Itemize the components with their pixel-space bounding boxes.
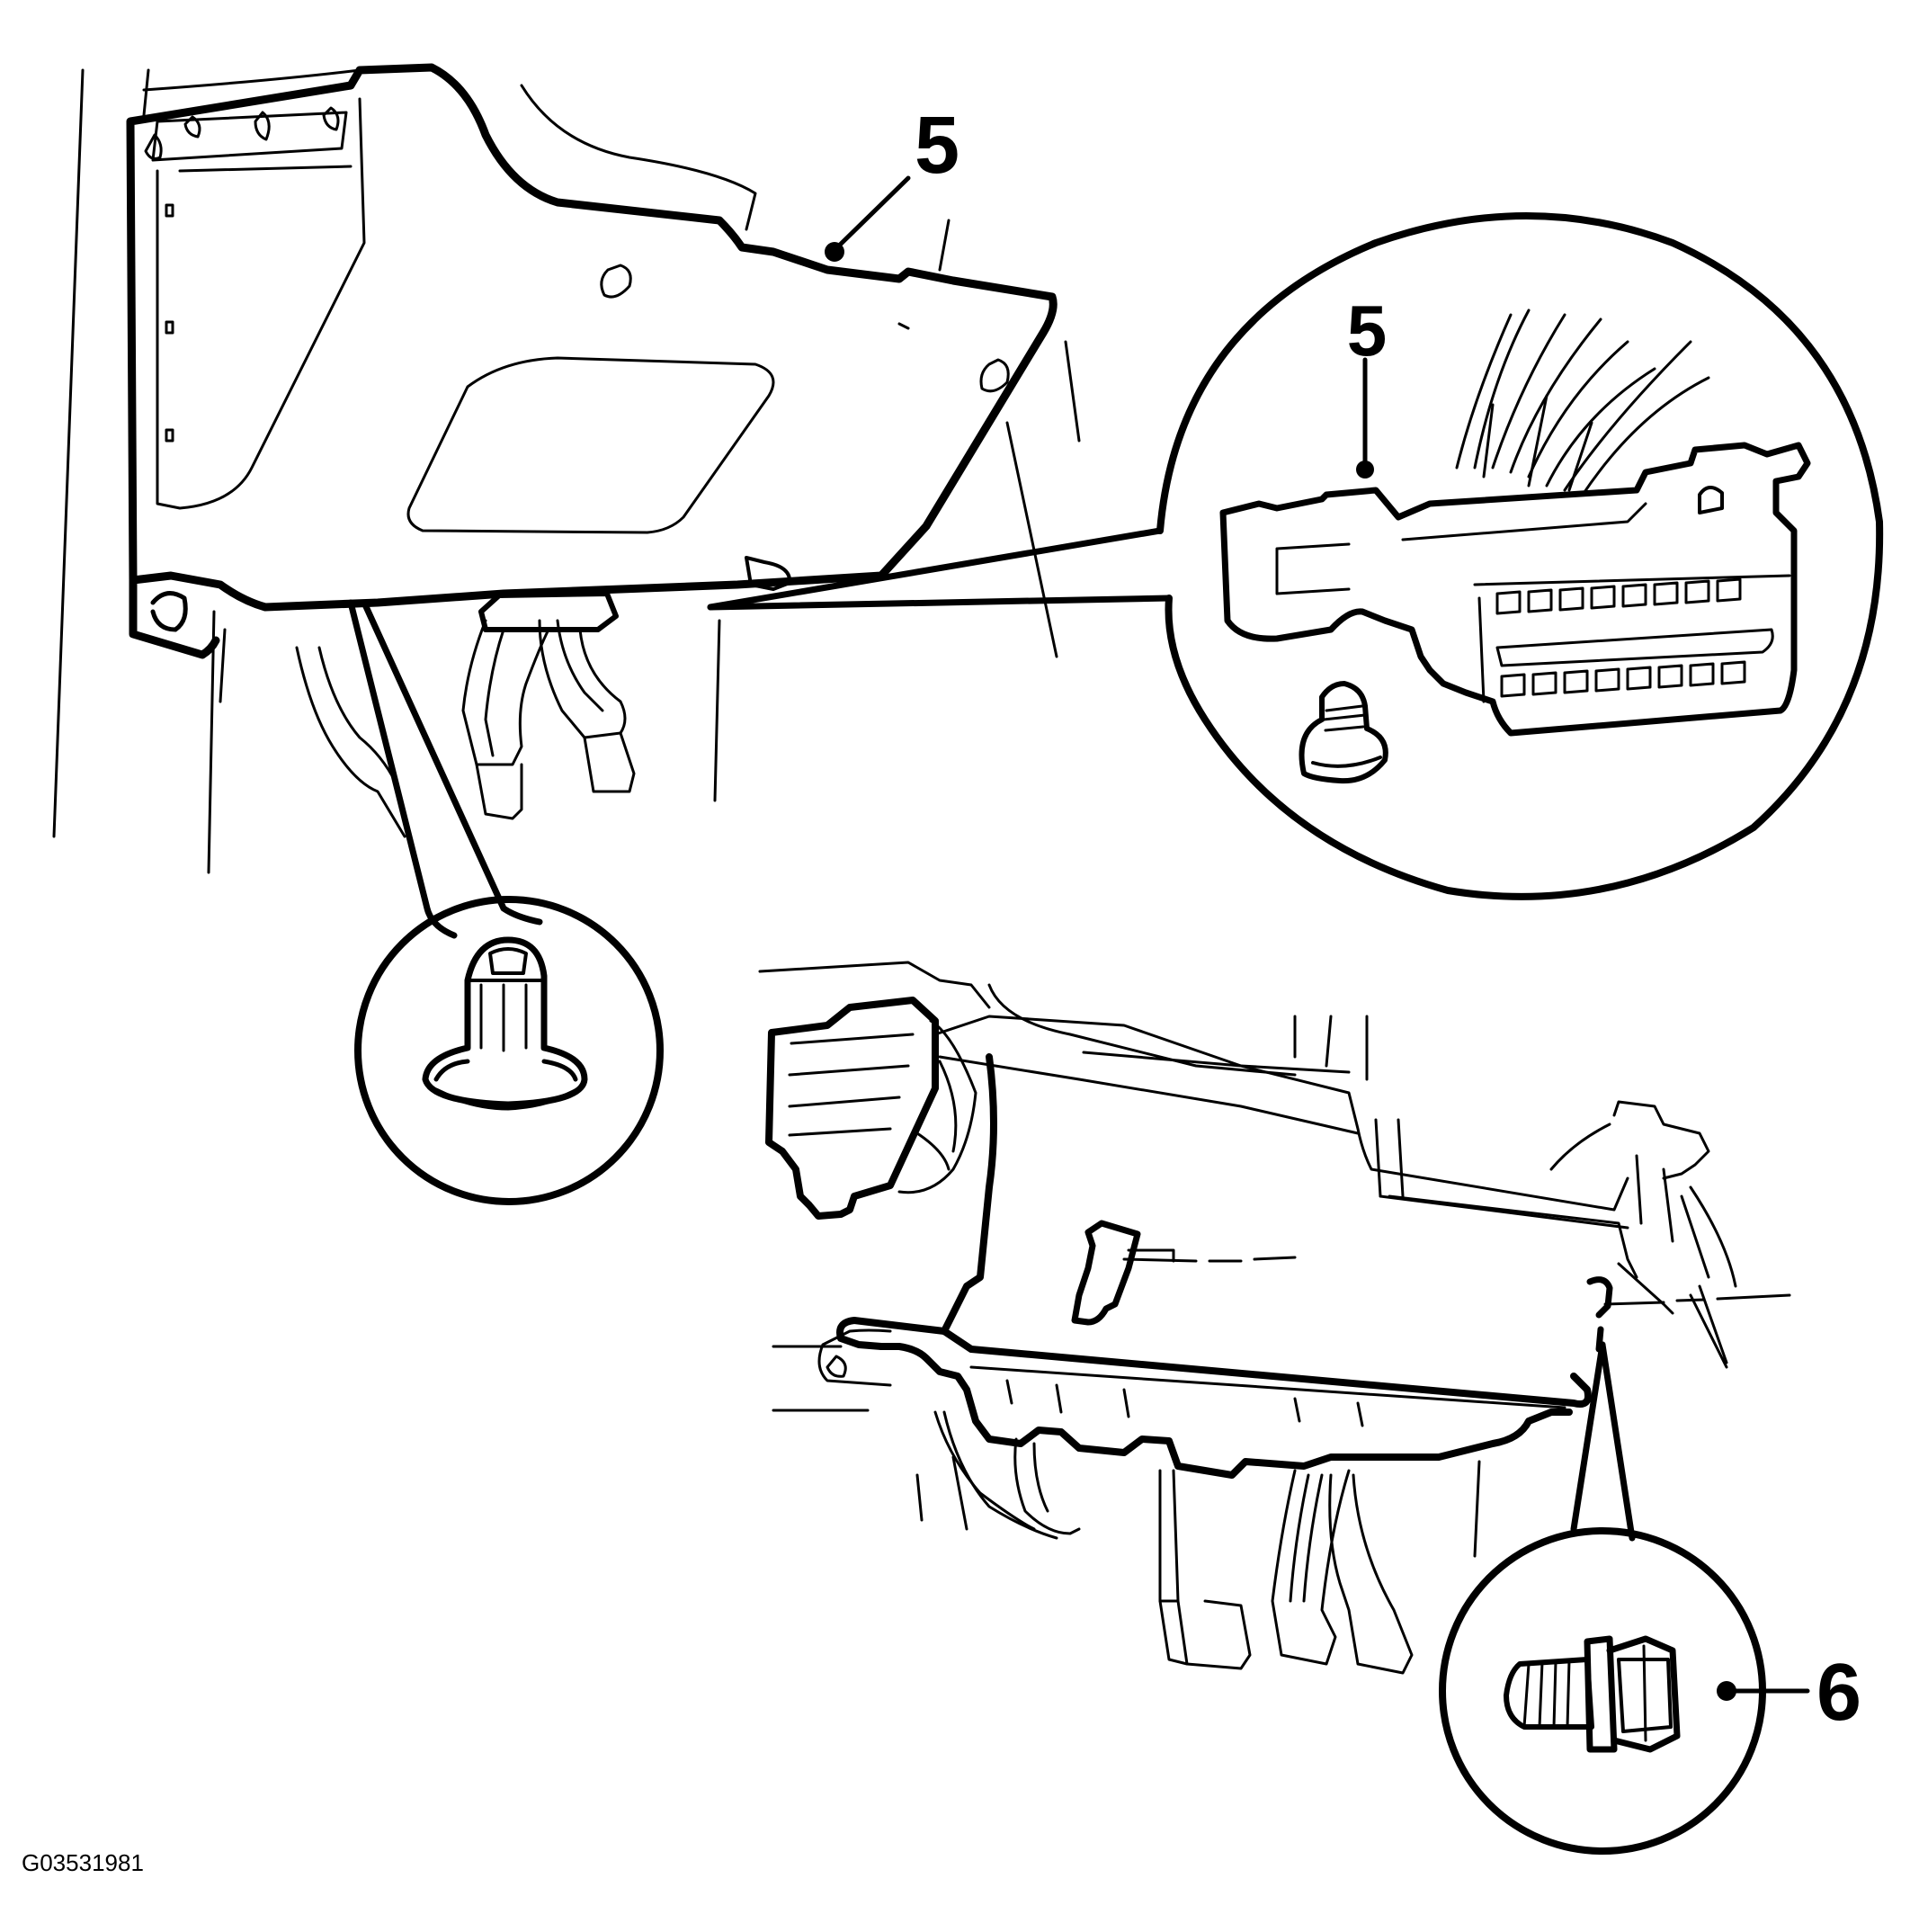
fastener-detail-magnifier xyxy=(354,896,664,1205)
callout-leader-upper-5 xyxy=(825,175,911,262)
background-structure-lines xyxy=(52,68,1081,874)
figure-id: G03531981 xyxy=(22,1849,144,1876)
leader-to-connector-detail xyxy=(707,527,1173,611)
pedal-assembly-upper xyxy=(295,556,792,838)
bolt-detail-magnifier xyxy=(1439,1527,1810,1855)
dash-lower-panel xyxy=(126,63,1058,659)
leader-to-bolt-detail xyxy=(1570,1341,1636,1542)
lower-bracket-assembly xyxy=(758,961,1791,1675)
connector-detail-magnifier xyxy=(1156,212,1884,900)
leader-to-fastener-detail xyxy=(347,599,543,939)
callout-label-upper: 5 xyxy=(915,101,959,191)
callout-label-connector: 5 xyxy=(1347,291,1388,371)
callout-label-bolt: 6 xyxy=(1816,1648,1861,1738)
